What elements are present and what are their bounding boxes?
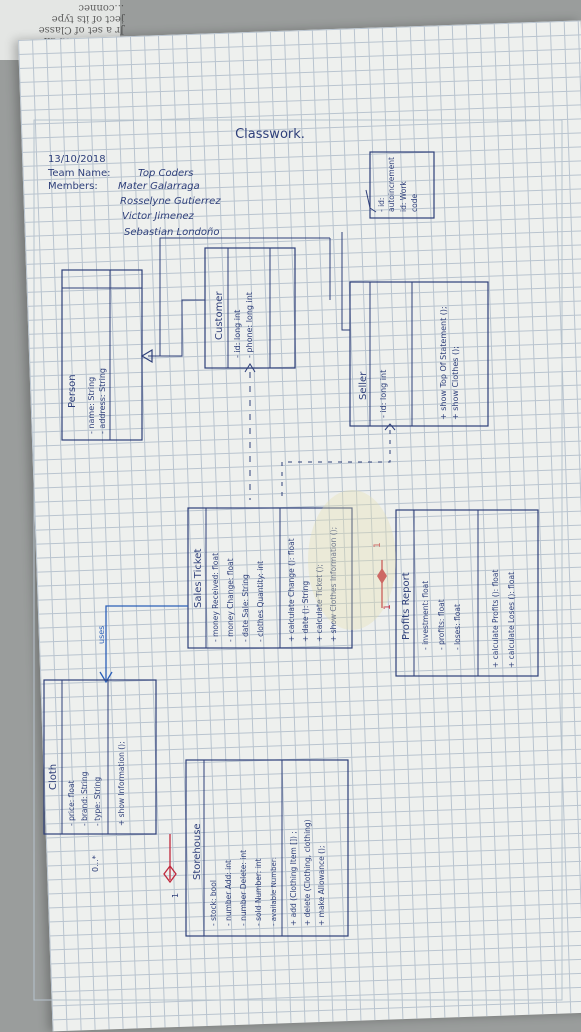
report-multiplicity-a: 1 (383, 604, 393, 610)
class-profits-report: Profits Report - investment: float - pro… (395, 509, 539, 677)
class-storehouse: Storehouse - stock: bool - number Add: i… (185, 759, 349, 937)
sales-ticket-method-2: + date (): String (301, 581, 310, 642)
person-attr-2: - address: String (98, 368, 107, 434)
member-2: Rosselyne Gutierrez (120, 196, 221, 207)
cloth-name: Cloth (48, 764, 59, 790)
member-3: Victor Jimenez (122, 211, 195, 222)
profits-report-attr-2: - profits: float (437, 599, 446, 650)
customer-attr-2: - phone: long int (245, 292, 254, 358)
seller-method-1: + show Top Of Statement (); (439, 306, 448, 420)
association-uses: uses (97, 605, 188, 684)
sales-ticket-attr-4: - clothes Quantity: int (256, 561, 265, 642)
paper-stain (308, 490, 396, 630)
person-attr-1: - name: String (87, 377, 96, 434)
composition-diamond-icon (377, 568, 387, 584)
storehouse-attr-1: - stock: bool (209, 880, 218, 926)
generalization-arrow-icon (140, 348, 153, 364)
customer-attr-1: - id: long int (233, 310, 242, 358)
uses-arrow-icon (99, 671, 113, 684)
class-person: Person - name: String - address: String (61, 269, 143, 441)
storehouse-attr-3: - number Delete: int (239, 850, 248, 926)
customer-name: Customer (214, 291, 225, 340)
cloth-attr-1: - price: float (67, 780, 76, 826)
note-line-1: - id: (377, 198, 386, 212)
members-label: Members: (48, 181, 98, 192)
inheritance-lines (140, 232, 350, 364)
sales-ticket-method-1: + calculate Change (): float (287, 538, 296, 642)
storehouse-method-3: + make Allowance (); (317, 845, 326, 926)
profits-report-attr-3: - loses: float (453, 604, 462, 650)
class-seller: Seller - id: long int + show Top Of Stat… (349, 281, 489, 427)
diagram-title: Classwork. (235, 127, 305, 142)
profits-report-method-2: + calculate Loses (): float (507, 572, 516, 668)
person-name: Person (67, 374, 78, 408)
cloth-method-1: + show Information (); (117, 741, 126, 826)
storehouse-method-2: + delete (Clothing, clothing) (303, 819, 312, 926)
note-line-2: autoincrement (387, 157, 396, 212)
cloth-attr-3: - type: String (93, 777, 102, 826)
sales-ticket-name: Sales Ticket (193, 549, 204, 608)
storehouse-attr-4: - sold Number: int (254, 858, 263, 926)
class-customer: Customer - id: long int - phone: long in… (204, 247, 296, 369)
class-sales-ticket: Sales Ticket - money Received: float - m… (187, 507, 353, 649)
storehouse-attr-2: - number Add: int (224, 860, 233, 926)
sales-ticket-attr-1: - money Received: float (211, 553, 220, 642)
title-group: Classwork. (235, 127, 305, 142)
team-label: Team Name: (47, 168, 110, 179)
sales-ticket-method-4: + show Clothes Information (); (329, 527, 338, 642)
storehouse-attr-5: - available Number: (270, 857, 278, 926)
sales-ticket-attr-3: - date Sale: String (241, 574, 250, 642)
member-1: Mater Galarraga (118, 181, 200, 192)
note-box: - id: autoincrement id: Work code (365, 151, 435, 219)
profits-report-method-1: + calculate Profits (): float (491, 570, 500, 668)
aggregation-diamond-icon (163, 864, 177, 884)
member-4: Sebastian Londoño (124, 227, 219, 238)
cloth-multiplicity: 0...* (91, 855, 100, 872)
sales-ticket-method-3: + calculate Ticket (); (315, 564, 324, 642)
composition-storehouse: 0...* 1 (91, 834, 180, 898)
profits-report-name: Profits Report (401, 572, 412, 640)
report-multiplicity-b: 1 (373, 542, 383, 548)
storehouse-method-1: + add (Clothing Item []) ; (289, 831, 298, 926)
seller-name: Seller (358, 371, 369, 400)
cloth-attr-2: - brand: String (80, 771, 89, 826)
profits-report-attr-1: - investment: float (421, 581, 430, 650)
sales-ticket-attr-2: - money Change: float (226, 558, 235, 642)
page-margin (33, 119, 563, 1001)
composition-report: 1 1 (373, 542, 393, 610)
seller-method-2: + show Clothes (); (451, 346, 460, 420)
storehouse-multiplicity: 1 (171, 893, 180, 898)
header-block: 13/10/2018 Team Name: Top Coders Members… (47, 154, 221, 238)
header-date: 13/10/2018 (48, 154, 106, 165)
note-line-3: id: Work (399, 181, 408, 212)
uses-label: uses (97, 626, 106, 644)
note-line-4: code (410, 194, 419, 212)
team-name: Top Coders (138, 168, 193, 179)
class-cloth: Cloth - price: float - brand: String - t… (43, 679, 157, 835)
storehouse-name: Storehouse (192, 823, 203, 880)
dependency-arrow-icon (244, 363, 256, 373)
dependency-lines (244, 363, 396, 502)
seller-attr-1: - id: long int (379, 370, 388, 418)
